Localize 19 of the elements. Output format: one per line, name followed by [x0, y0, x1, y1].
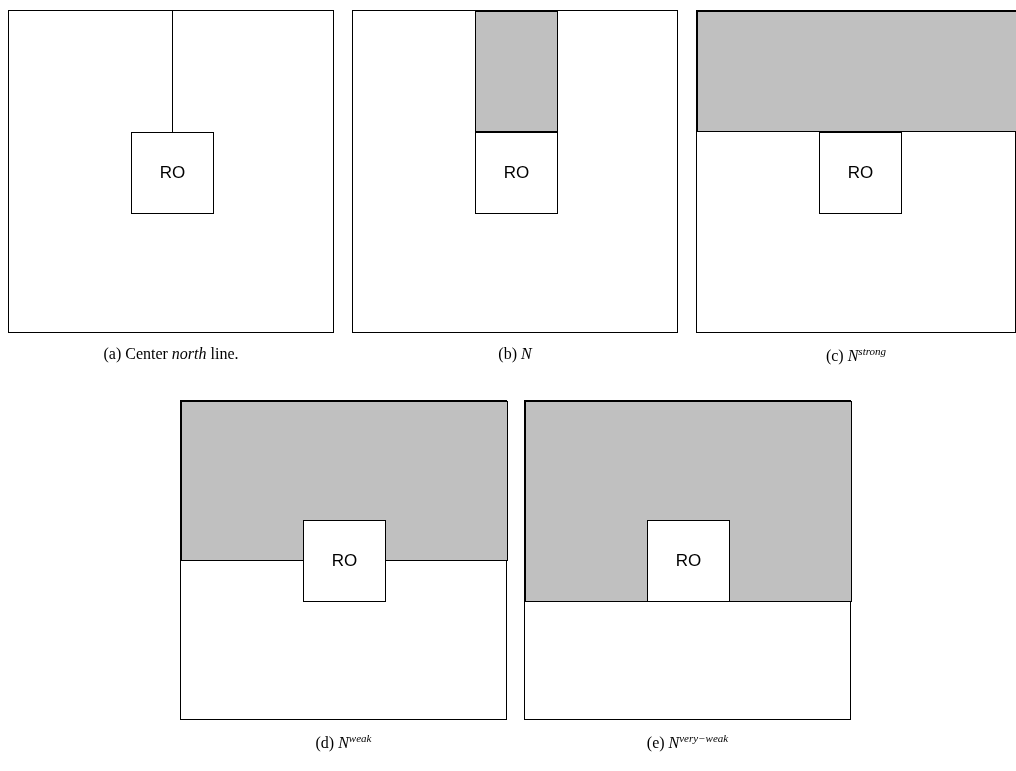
node-label: (d) N$^{weak}$	[315, 732, 372, 753]
node-box: RO	[131, 132, 214, 214]
node-box: RO	[475, 132, 558, 214]
node-box: RO	[647, 520, 730, 602]
panel-frame	[696, 10, 1016, 333]
shaded-region	[475, 11, 558, 132]
node-box: RO	[819, 132, 902, 214]
node-label: (c) N$^{strong}$	[825, 345, 887, 366]
panel-frame	[524, 400, 851, 720]
node-label: (a) Center north line.	[103, 345, 239, 363]
panel-frame	[180, 400, 507, 720]
panel-frame	[8, 10, 334, 333]
node-box: RO	[303, 520, 386, 602]
node-label: (b) N	[498, 345, 532, 363]
panel-frame	[352, 10, 678, 333]
connector-line	[172, 9, 173, 133]
node-label: (e) N$^{very−weak}$	[646, 732, 729, 753]
shaded-region	[525, 401, 852, 602]
shaded-region	[697, 11, 1016, 132]
